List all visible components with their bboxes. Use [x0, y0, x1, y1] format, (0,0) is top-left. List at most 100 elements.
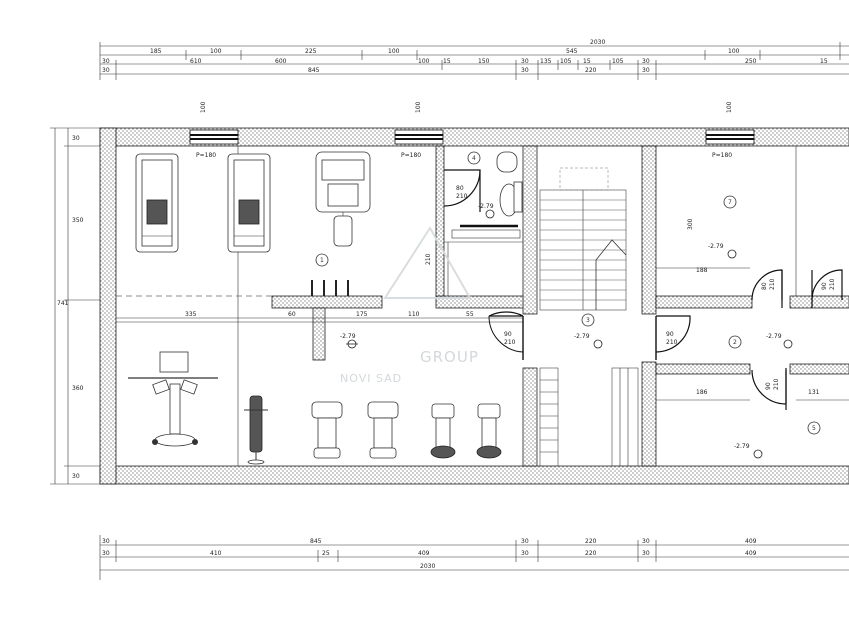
- level-marker: -2.79: [574, 333, 603, 349]
- interior-dim: 300: [687, 218, 694, 230]
- door-height: 210: [456, 193, 468, 200]
- door-width: 90: [821, 282, 828, 290]
- room-number-marker: 3: [581, 313, 595, 327]
- outer-walls: [99, 127, 849, 485]
- dim-bottom: 410: [210, 550, 222, 557]
- interior-dimensions: 335 60 175 110 55 300 186 131 188 210: [116, 218, 820, 396]
- dim-bottom: 845: [310, 538, 322, 545]
- level-label: -2.79: [574, 333, 590, 340]
- level-marker: -2.79: [734, 443, 763, 459]
- level-label: -2.79: [478, 203, 494, 210]
- elliptical-2: [476, 403, 502, 459]
- exercise-bike-1: [311, 401, 343, 459]
- room-number: 7: [728, 199, 732, 206]
- interior-dim: 186: [696, 389, 708, 396]
- dim-top: 30: [642, 67, 650, 74]
- level-markers: -2.79 -2.79 -2.79 -2.79 -2.79 -2.79: [340, 203, 793, 459]
- dim-top: 100: [210, 48, 222, 55]
- level-marker: -2.79: [766, 333, 793, 349]
- dim-bottom-total: 2030: [420, 563, 435, 570]
- dim-bottom: 25: [322, 550, 330, 557]
- interior-dim: 210: [425, 253, 432, 265]
- door-height: 210: [829, 278, 836, 290]
- door-height: 210: [773, 378, 780, 390]
- treadmill-2: [227, 153, 271, 253]
- dim-bottom: 220: [585, 538, 597, 545]
- multi-gym-machine: [315, 151, 371, 247]
- dim-top: 15: [443, 58, 451, 65]
- dim-bottom: 30: [102, 550, 110, 557]
- room-number: 3: [586, 317, 590, 324]
- interior-dim: 60: [288, 311, 296, 318]
- watermark-subtext: NOVI SAD: [340, 372, 402, 385]
- bottom-dimension-lines: 30 845 30 220 30 409 30 410 25 409 30 22…: [99, 535, 849, 580]
- bench-press: [128, 351, 218, 447]
- interior-dim: 131: [808, 389, 820, 396]
- dim-top: 15: [820, 58, 828, 65]
- top-dimension-lines: 2030 185 100 225 100 545 100 30 610 600 …: [99, 39, 849, 80]
- door-height: 210: [504, 339, 516, 346]
- treadmill-1: [135, 153, 179, 253]
- interior-dim: 110: [408, 311, 420, 318]
- dim-top: 30: [102, 58, 110, 65]
- level-label: -2.79: [340, 333, 356, 340]
- dim-top: 220: [585, 67, 597, 74]
- dim-left: 30: [72, 135, 80, 142]
- dim-top: 30: [521, 67, 529, 74]
- level-marker: -2.79: [478, 203, 495, 219]
- level-marker: -2.79: [340, 333, 358, 349]
- dim-bottom: 220: [585, 550, 597, 557]
- level-label: -2.79: [708, 243, 724, 250]
- inner-walls: [271, 145, 849, 467]
- dim-top: 845: [308, 67, 320, 74]
- dim-top: 600: [275, 58, 287, 65]
- room-number: 5: [812, 425, 816, 432]
- dim-bottom: 30: [521, 550, 529, 557]
- watermark-text: GROUP: [420, 348, 479, 366]
- dim-top: 30: [642, 58, 650, 65]
- dim-top: 545: [566, 48, 578, 55]
- window-sill-label: P=180: [401, 152, 421, 159]
- door-height: 210: [769, 278, 776, 290]
- windows: 100 100 100 P=180 P=180 P=180: [189, 101, 755, 159]
- window-sill-label: P=180: [196, 152, 216, 159]
- dim-bottom: 30: [642, 538, 650, 545]
- dumbbell-rack: [311, 280, 349, 296]
- dim-top: 30: [102, 67, 110, 74]
- dim-bottom: 409: [745, 550, 757, 557]
- dim-left: 350: [72, 217, 84, 224]
- window-sill-label: P=180: [712, 152, 732, 159]
- dim-top: 610: [190, 58, 202, 65]
- room-number-marker: 7: [723, 195, 737, 209]
- room-numbers: 1 2 3 4 5 7: [315, 151, 821, 435]
- staircase: [539, 167, 639, 467]
- dim-left: 741: [57, 300, 69, 307]
- watermark: GROUP NOVI SAD: [340, 226, 479, 385]
- dim-left: 30: [72, 473, 80, 480]
- dim-top: 30: [521, 58, 529, 65]
- dim-top: 250: [745, 58, 757, 65]
- dim-bottom: 30: [521, 538, 529, 545]
- dim-bottom: 409: [745, 538, 757, 545]
- door-height: 210: [666, 339, 678, 346]
- window-width-label: 100: [200, 101, 207, 113]
- level-label: -2.79: [734, 443, 750, 450]
- dim-top: 135: [540, 58, 552, 65]
- room-number-marker: 4: [467, 151, 481, 165]
- interior-dim: 175: [356, 311, 368, 318]
- door-size-labels: 80 210 90 210 90 210 80 210 90 210 90 21…: [456, 185, 836, 390]
- dim-top: 100: [388, 48, 400, 55]
- door-width: 80: [456, 185, 464, 192]
- dim-top: 15: [583, 58, 591, 65]
- bathroom-fixtures: [451, 151, 523, 239]
- door-width: 90: [765, 382, 772, 390]
- dim-top: 225: [305, 48, 317, 55]
- lower-stair: [539, 367, 639, 467]
- dim-bottom: 409: [418, 550, 430, 557]
- room-number-marker: 5: [807, 421, 821, 435]
- dim-top: 150: [478, 58, 490, 65]
- doors: [443, 169, 843, 410]
- dim-top: 105: [560, 58, 572, 65]
- level-label: -2.79: [766, 333, 782, 340]
- dim-bottom: 30: [102, 538, 110, 545]
